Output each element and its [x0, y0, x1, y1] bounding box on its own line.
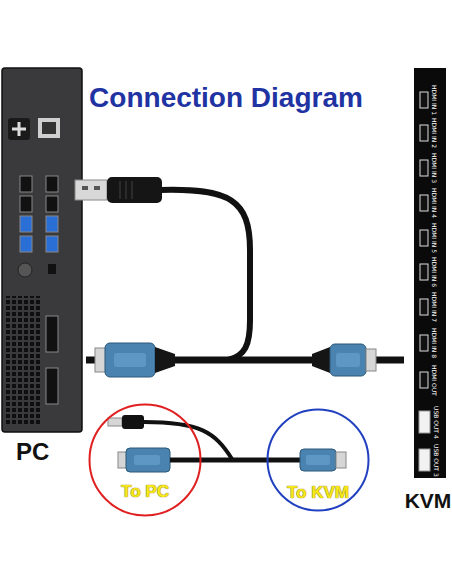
pc-illustration-part	[20, 196, 32, 212]
pc-illustration-part	[38, 118, 60, 138]
pc-illustration-part	[20, 176, 32, 192]
small-cable-illustration-part	[122, 415, 144, 429]
usb-plug-part	[120, 181, 132, 199]
pc-illustration-part	[20, 236, 32, 252]
pc-illustration-part	[46, 316, 58, 352]
small-cable-illustration-part	[108, 418, 122, 426]
hdmi-plug-right-part	[366, 349, 376, 371]
kvm-illustration-part	[420, 230, 428, 246]
to-kvm-circle-ring	[268, 410, 369, 511]
node-label: To KVM	[287, 484, 349, 501]
port-label: HDMI IN 4	[431, 188, 438, 218]
hdmi-plug-right-part	[330, 344, 366, 376]
usb-plug-part	[82, 186, 88, 190]
port-label: HDMI IN 3	[431, 153, 438, 183]
hdmi-plug-left-part	[114, 353, 146, 367]
small-cable-illustration-part	[306, 455, 330, 465]
node-label: KVM	[405, 490, 452, 511]
port-label: HDMI IN 8	[431, 328, 438, 358]
pc-illustration-part	[46, 236, 58, 252]
node-label: To PC	[121, 483, 169, 500]
port-label: HDMI IN 2	[431, 118, 438, 148]
hdmi-plug-left	[95, 343, 175, 377]
small-cable-illustration-part	[170, 458, 202, 463]
small-cable-illustration-part	[300, 449, 336, 471]
port-label: HDMI IN 6	[431, 257, 438, 287]
kvm-illustration-part	[420, 372, 428, 388]
kvm-illustration-part	[420, 125, 428, 141]
hdmi-plug-right-part	[312, 347, 330, 373]
kvm-illustration-part	[420, 264, 428, 280]
diagram-title: Connection Diagram	[0, 84, 452, 112]
pc-illustration-part	[6, 296, 42, 424]
kvm-illustration	[414, 68, 446, 478]
pc-illustration-part	[48, 264, 56, 274]
pc-illustration-part	[8, 118, 30, 140]
kvm-illustration-part	[420, 160, 428, 176]
usb-plug-part	[107, 177, 162, 203]
small-cable-illustration-part	[336, 452, 346, 468]
usb-plug	[75, 177, 162, 203]
pc-illustration-part	[20, 216, 32, 232]
hdmi-plug-right	[312, 344, 376, 376]
kvm-illustration-part	[420, 299, 428, 315]
to-kvm-circle: To KVM	[266, 408, 370, 512]
port-label: HDMI IN 7	[431, 292, 438, 322]
pc-illustration-part	[46, 196, 58, 212]
kvm-illustration-part	[420, 195, 428, 211]
kvm-illustration-part	[414, 68, 446, 478]
kvm-illustration-part	[419, 411, 430, 433]
hdmi-plug-right-part	[336, 353, 360, 367]
pc-illustration-part	[46, 216, 58, 232]
pc-illustration-part	[18, 263, 32, 277]
cable-connector	[202, 458, 266, 463]
port-label: USB OUT 4	[433, 406, 440, 439]
pc-illustration-part	[42, 122, 56, 134]
hdmi-plug-left-part	[155, 347, 175, 373]
to-pc-circle: To PC	[88, 403, 202, 517]
port-label: HDMI IN 5	[431, 223, 438, 253]
kvm-box: KVM	[404, 66, 452, 522]
to-pc-circle-ring	[90, 405, 201, 516]
kvm-illustration-part	[420, 335, 428, 351]
port-label: HDMI IN 1	[431, 85, 438, 115]
usb-plug-part	[94, 186, 100, 190]
node-label: PC	[16, 440, 49, 464]
small-cable-illustration	[108, 415, 346, 472]
cable-connector	[86, 357, 404, 364]
kvm-illustration-part	[419, 449, 430, 471]
usb-cable-branch	[160, 190, 250, 360]
usb-cable-branch-part	[160, 190, 250, 360]
usb-plug-part	[75, 180, 107, 200]
port-label: HDMI OUT	[431, 365, 438, 396]
hdmi-plug-left-part	[105, 343, 155, 377]
pc-illustration-part	[46, 368, 58, 404]
kvm-illustration-part	[420, 92, 428, 108]
small-cable-illustration-part	[266, 458, 300, 463]
pc-illustration	[2, 68, 82, 432]
pc-illustration-part	[46, 176, 58, 192]
small-cable-illustration-part	[126, 448, 170, 472]
pc-box: PC	[0, 66, 86, 470]
small-cable-illustration-part	[134, 455, 160, 465]
pc-illustration-part	[2, 68, 82, 432]
port-label: USB OUT 3	[433, 444, 440, 477]
pc-illustration-part	[12, 122, 26, 136]
